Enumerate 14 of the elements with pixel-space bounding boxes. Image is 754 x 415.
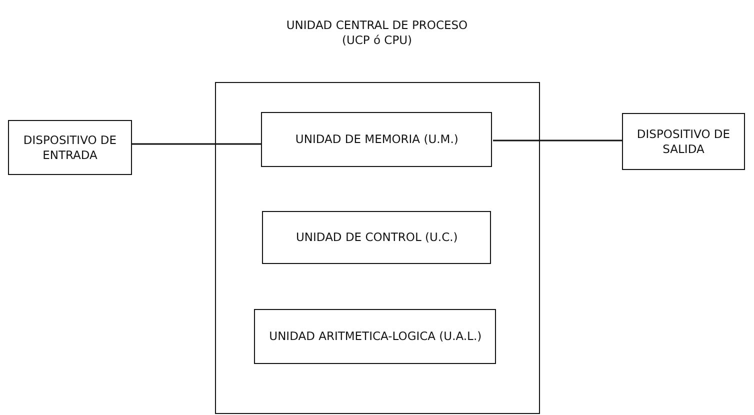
process-box <box>622 113 745 170</box>
box-label: UNIDAD ARITMETICA-LOGICA (U.A.L.) <box>268 329 483 344</box>
box-label: UNIDAD DE CONTROL (U.C.) <box>295 230 459 246</box>
box-label: UNIDAD DE MEMORIA (U.M.) <box>294 132 460 148</box>
process-box <box>262 211 492 264</box>
diagram-title: UNIDAD CENTRAL DE PROCESO (UCP ó CPU) <box>285 18 469 48</box>
connector-line <box>493 140 622 142</box>
connector-line <box>132 143 262 145</box>
box-label: DISPOSITIVO DE ENTRADA <box>22 132 118 162</box>
box-label: DISPOSITIVO DE SALIDA <box>636 126 732 156</box>
process-box <box>254 309 496 364</box>
process-box <box>8 120 132 175</box>
process-box <box>261 112 492 168</box>
container-box <box>215 82 540 414</box>
